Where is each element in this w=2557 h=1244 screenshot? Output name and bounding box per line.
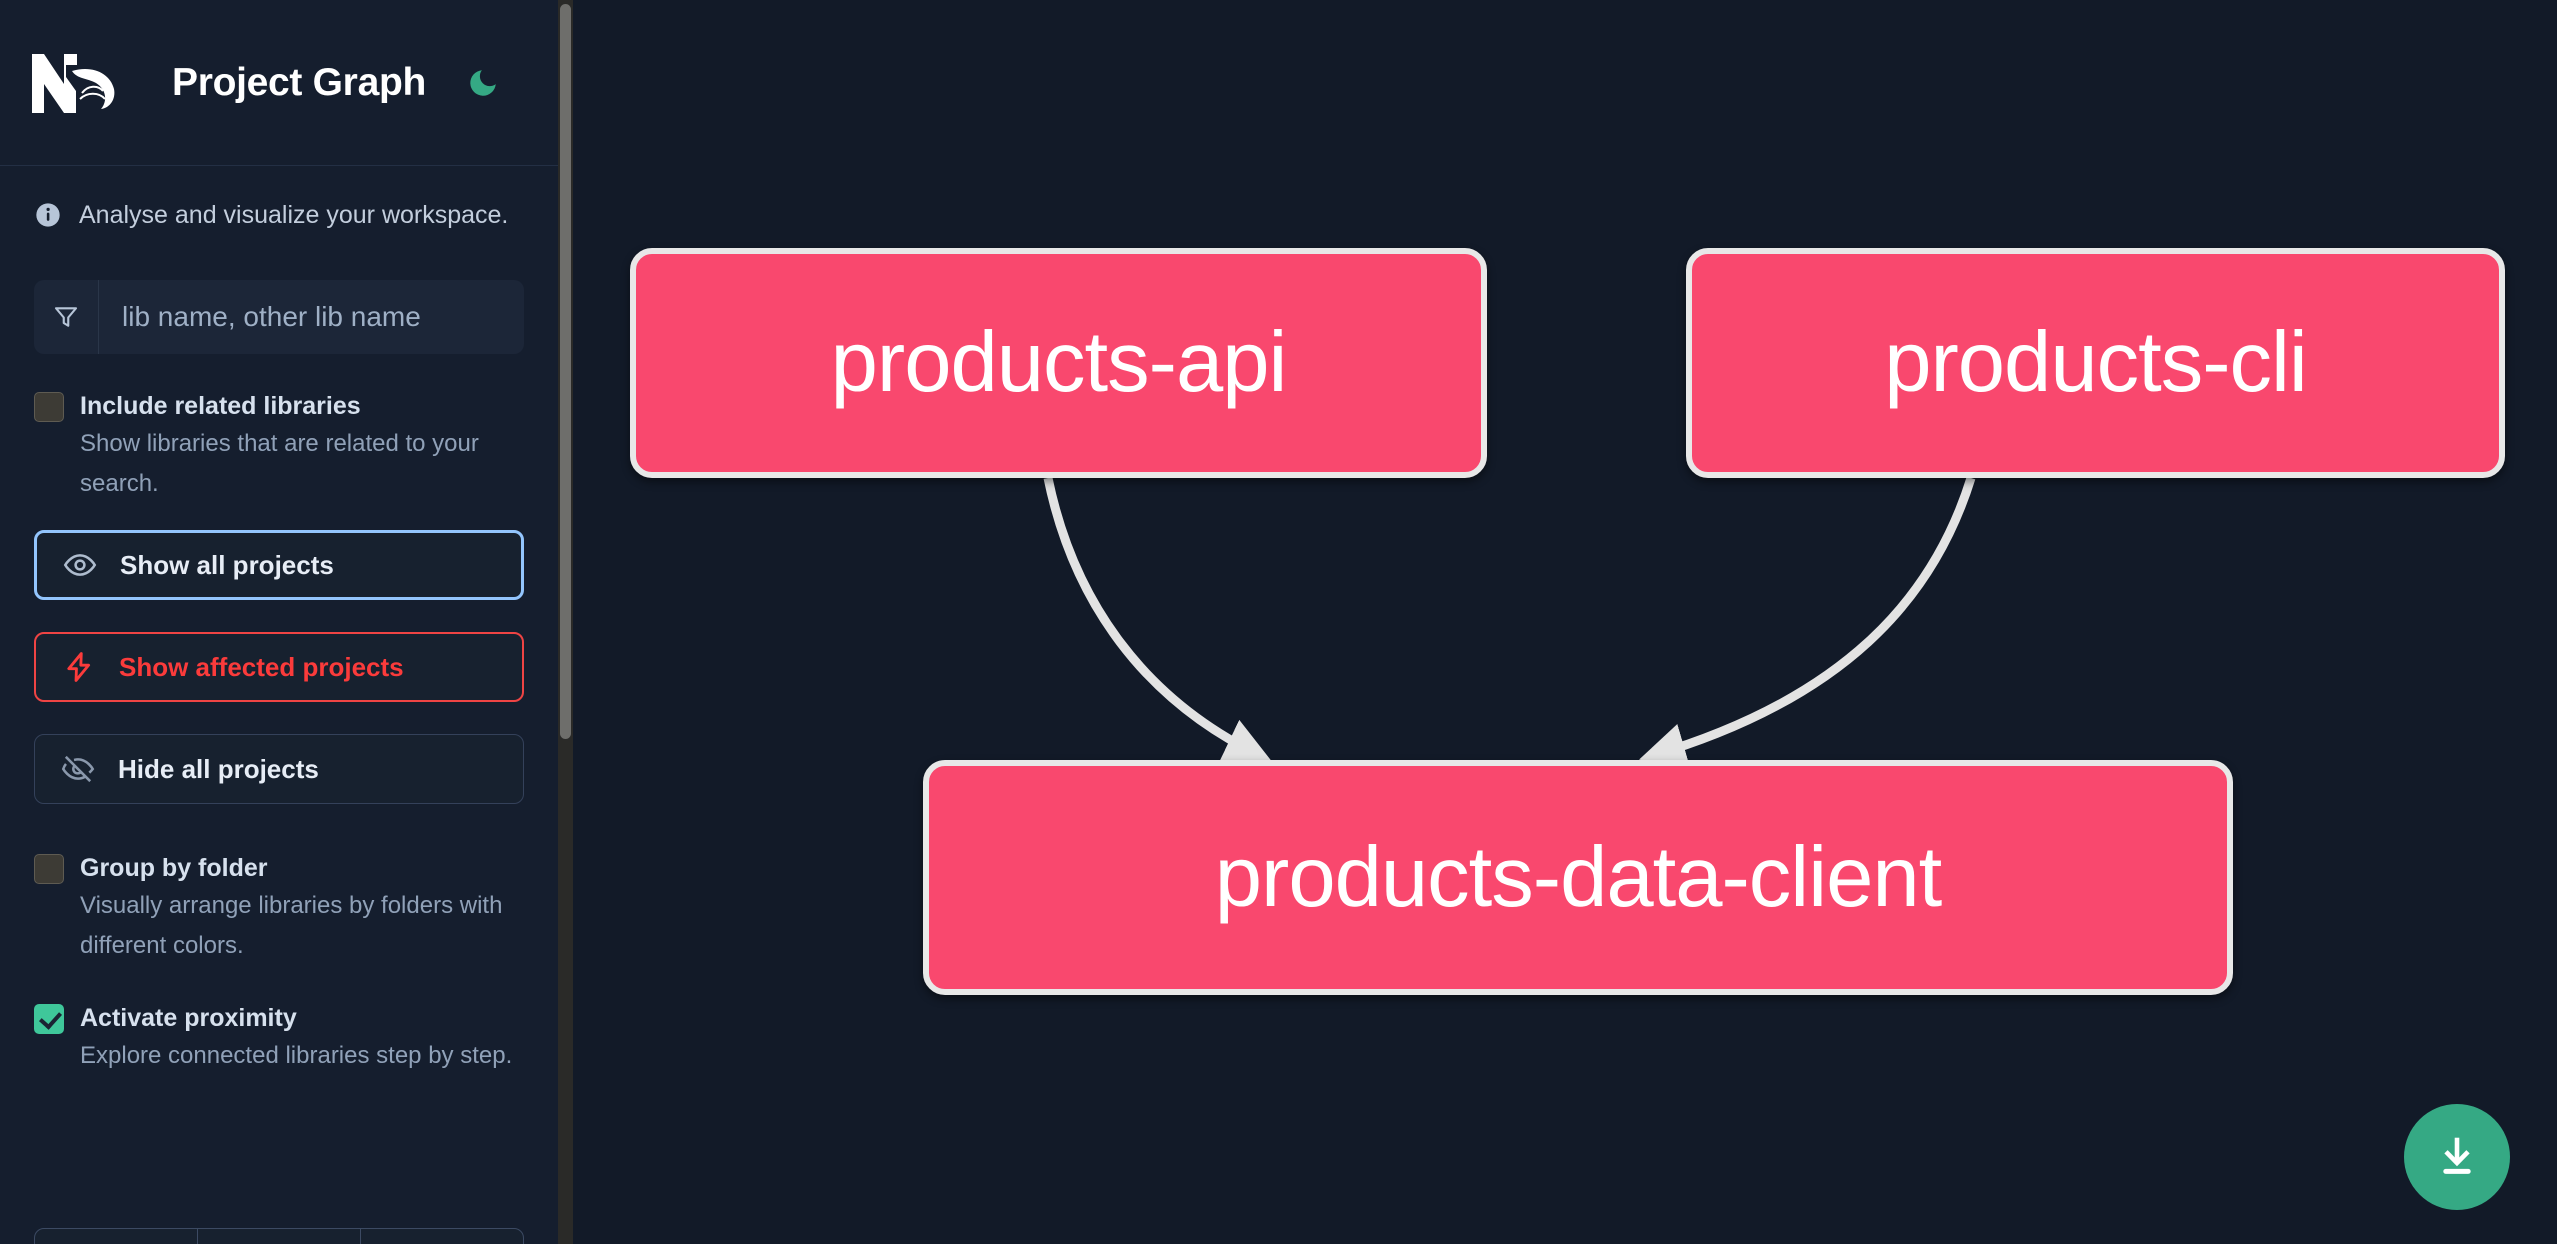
tagline-text: Analyse and visualize your workspace. [79,200,509,229]
edge-products-api-to-products-data-client [1043,477,1272,763]
graph-node-label: products-cli [1884,315,2308,410]
graph-node-products-cli[interactable]: products-cli [1686,248,2505,478]
page-title: Project Graph [172,60,426,104]
segment-1[interactable] [35,1229,198,1244]
eye-icon [63,554,97,576]
checkbox-label-group-by-folder: Group by folder [80,854,268,882]
checkbox-group-by-folder[interactable] [34,854,64,884]
nx-logo-icon [32,53,115,113]
lightning-bolt-icon [67,652,91,682]
search-box[interactable] [34,280,524,354]
show-affected-projects-label: Show affected projects [119,651,404,682]
checkbox-label-include-related-libraries: Include related libraries [80,392,361,420]
funnel-filter-icon [54,307,78,327]
sidebar-header: Project Graph [0,0,558,166]
checkbox-label-activate-proximity: Activate proximity [80,1004,297,1032]
show-affected-projects-button[interactable]: Show affected projects [34,632,524,702]
checkbox-texts: Group by folder Visually arrange librari… [80,850,524,966]
graph-node-label: products-data-client [1214,829,1942,925]
segment-2[interactable] [198,1229,361,1244]
graph-node-products-api[interactable]: products-api [630,248,1487,478]
moon-icon[interactable] [466,66,500,100]
sidebar-body: Analyse and visualize your workspace. In… [0,200,558,1076]
search-input[interactable] [99,280,524,354]
checkbox-include-related-libraries[interactable] [34,392,64,422]
show-all-projects-button[interactable]: Show all projects [34,530,524,600]
tagline: Analyse and visualize your workspace. [34,200,524,230]
checkbox-description-group-by-folder: Visually arrange libraries by folders wi… [80,892,503,959]
graph-canvas[interactable]: products-api products-cli products-data-… [573,0,2557,1244]
show-all-projects-label: Show all projects [120,549,334,580]
checkbox-texts: Activate proximity Explore connected lib… [80,1000,512,1076]
graph-node-products-data-client[interactable]: products-data-client [923,760,2233,995]
segment-3[interactable] [361,1229,523,1244]
sidebar-scrollbar-thumb[interactable] [560,4,571,739]
search-icon-container [34,280,99,354]
checkbox-row-activate-proximity[interactable]: Activate proximity Explore connected lib… [34,1000,524,1076]
sidebar: Project Graph Analyse and visualize your… [0,0,558,1244]
download-graph-button[interactable] [2404,1104,2510,1210]
checkbox-row-group-by-folder[interactable]: Group by folder Visually arrange librari… [34,850,524,966]
graph-node-label: products-api [830,315,1288,410]
graph-edges [1043,476,1976,769]
checkbox-activate-proximity[interactable] [34,1004,64,1034]
eye-off-icon [61,755,95,783]
info-icon [36,203,60,227]
checkbox-texts: Include related libraries Show libraries… [80,388,524,504]
edge-products-cli-to-products-data-client [1639,476,1976,769]
hide-all-projects-button[interactable]: Hide all projects [34,734,524,804]
hide-all-projects-label: Hide all projects [118,753,319,784]
download-icon [2443,1137,2471,1174]
checkbox-row-include-related-libraries[interactable]: Include related libraries Show libraries… [34,388,524,504]
checkbox-description-activate-proximity: Explore connected libraries step by step… [80,1042,513,1069]
proximity-step-segmented-control[interactable] [34,1228,524,1244]
checkbox-description-include-related-libraries: Show libraries that are related to your … [80,430,479,497]
